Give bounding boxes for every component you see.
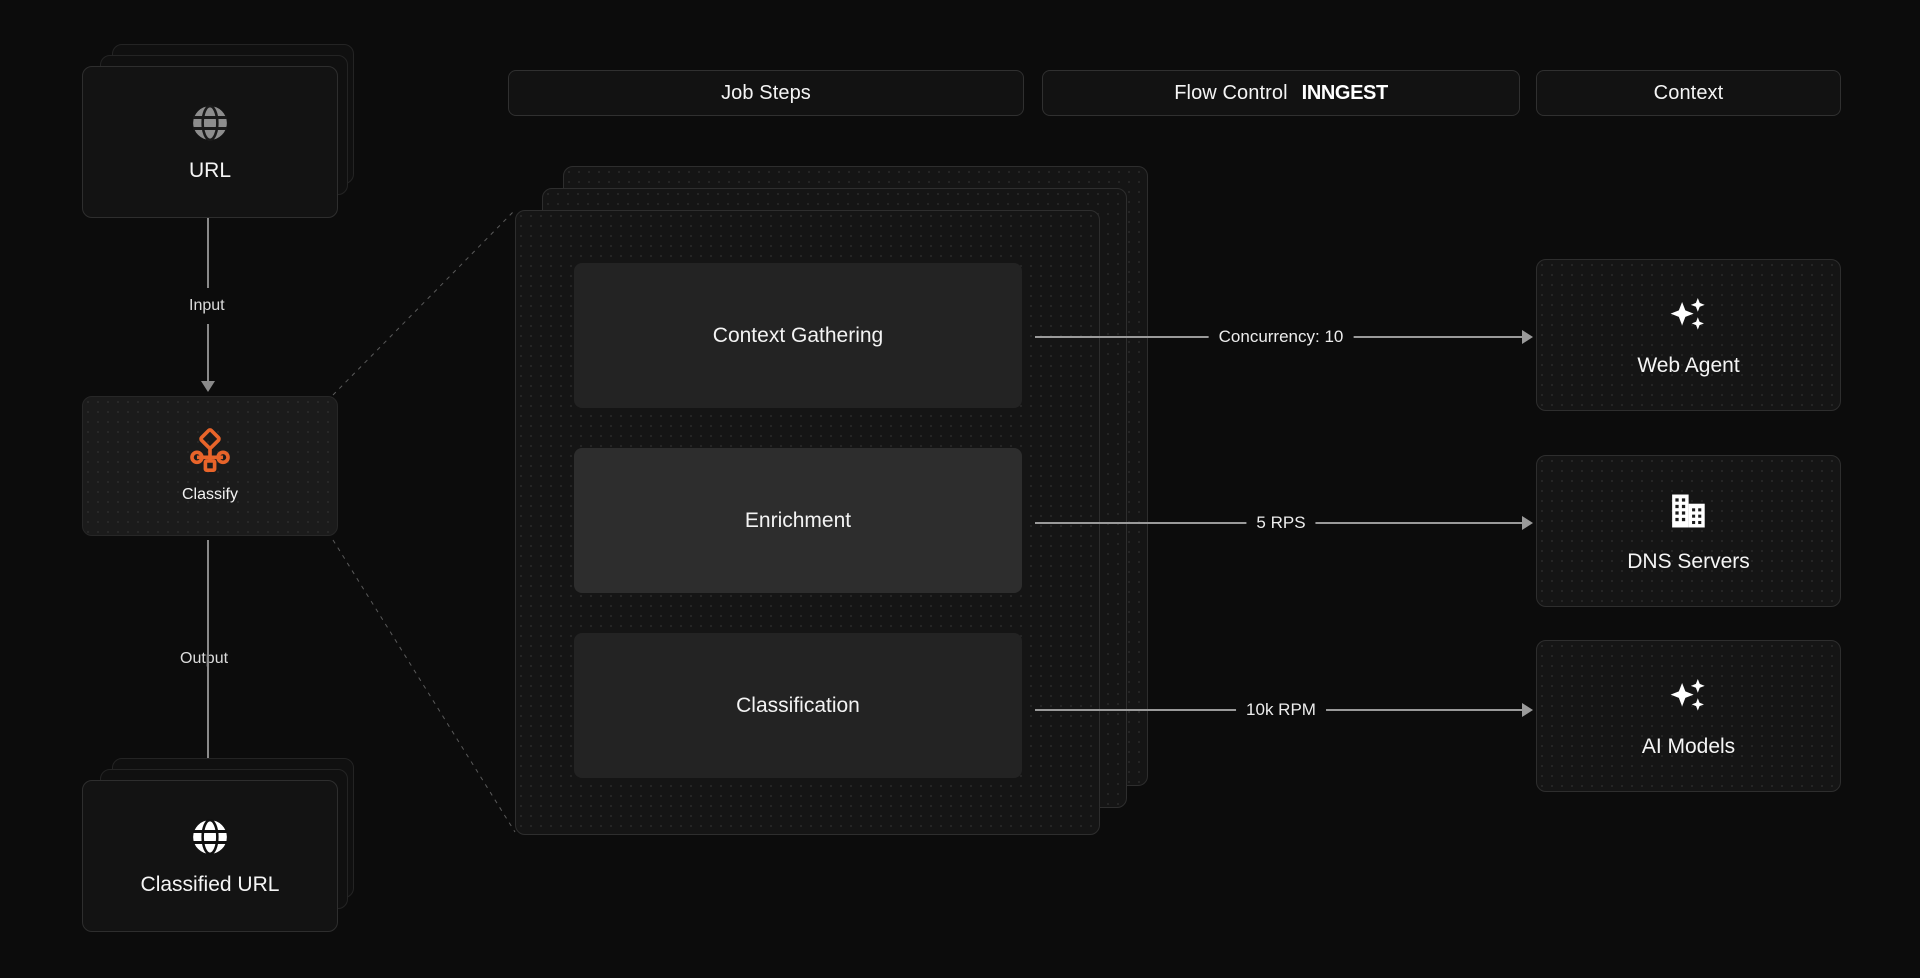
tab-job-steps[interactable]: Job Steps — [508, 70, 1024, 116]
flow-connector-label-1: Concurrency: 10 — [1208, 326, 1354, 348]
flow-connector-arrow-3 — [1522, 703, 1533, 717]
job-step-context-gathering[interactable]: Context Gathering — [574, 263, 1022, 408]
edge-input-line-top — [207, 218, 209, 288]
tab-flow-control-label: Flow Control — [1174, 81, 1288, 104]
job-steps-panel: Context Gathering Enrichment Classificat… — [515, 210, 1100, 835]
context-card-label: AI Models — [1641, 735, 1736, 758]
flow-connector-arrow-1 — [1522, 330, 1533, 344]
edge-output-label: Output — [172, 648, 237, 670]
node-classify[interactable]: Classify — [82, 396, 338, 536]
tab-context[interactable]: Context — [1536, 70, 1841, 116]
node-classified-url-label: Classified URL — [140, 873, 280, 896]
context-card-web-agent[interactable]: Web Agent — [1536, 259, 1841, 411]
edge-output-line-top — [207, 540, 209, 605]
globe-icon — [193, 818, 227, 856]
node-classify-label: Classify — [181, 486, 238, 503]
node-classified-url[interactable]: Classified URL — [82, 780, 338, 932]
context-card-label: Web Agent — [1637, 354, 1740, 377]
context-card-ai-models[interactable]: AI Models — [1536, 640, 1841, 792]
flow-connector-arrow-2 — [1522, 516, 1533, 530]
workflow-icon — [190, 428, 230, 472]
job-step-enrichment[interactable]: Enrichment — [574, 448, 1022, 593]
edge-input-label: Input — [181, 295, 233, 317]
job-step-label: Classification — [736, 693, 860, 717]
edge-output-line-bottom — [207, 600, 209, 778]
job-step-label: Context Gathering — [712, 323, 884, 347]
node-url-label: URL — [188, 159, 231, 182]
sparkles-icon — [1670, 297, 1705, 330]
job-step-label: Enrichment — [744, 508, 852, 532]
sparkles-icon — [1670, 678, 1705, 711]
context-card-label: DNS Servers — [1627, 550, 1750, 573]
globe-icon — [193, 104, 227, 142]
inngest-logo: INNGEST — [1301, 81, 1389, 104]
node-url[interactable]: URL — [82, 66, 338, 218]
context-card-dns-servers[interactable]: DNS Servers — [1536, 455, 1841, 607]
edge-input-arrow — [201, 381, 215, 392]
edge-input-line-bottom — [207, 324, 209, 382]
flow-connector-label-2: 5 RPS — [1246, 512, 1316, 534]
tab-context-label: Context — [1653, 81, 1724, 104]
building-icon — [1671, 494, 1705, 528]
flow-connector-label-3: 10k RPM — [1236, 699, 1326, 721]
tab-job-steps-label: Job Steps — [721, 81, 811, 104]
job-step-classification[interactable]: Classification — [574, 633, 1022, 778]
tab-flow-control[interactable]: Flow Control INNGEST — [1042, 70, 1520, 116]
